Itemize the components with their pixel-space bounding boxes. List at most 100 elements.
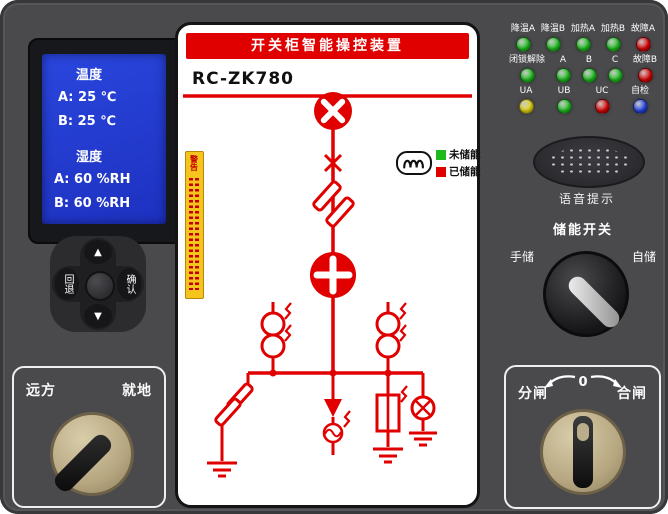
zero-position-label: 0 <box>578 375 587 390</box>
indicator-label: 降温B <box>540 24 566 34</box>
indicator-led <box>605 37 621 52</box>
charge-knob[interactable] <box>543 251 629 337</box>
manual-charge-label: 手储 <box>509 250 534 264</box>
indicator-row: 降温A 降温B 加热A 加热B 故障A <box>502 24 664 52</box>
spring-return-arc: 0 <box>544 375 622 390</box>
indicator-label: 闭锁解除 <box>508 55 545 65</box>
speaker-holes <box>549 147 629 177</box>
indicator-1-4: 加热B <box>598 24 628 52</box>
indicator-led <box>545 37 561 52</box>
warning-label: 警告 <box>185 151 204 299</box>
indicator-label: 故障B <box>632 55 658 65</box>
indicator-1-1: 降温A <box>508 24 538 52</box>
indicator-3-4: 自检 <box>621 86 659 114</box>
indicator-led <box>607 68 623 83</box>
indicator-2-3: B <box>576 55 602 83</box>
single-line-diagram <box>183 92 472 478</box>
remote-local-knob-handle <box>51 431 115 495</box>
indicator-led <box>519 68 535 83</box>
open-close-knob[interactable] <box>540 409 626 495</box>
indicator-row: 闭锁解除 A B C 故障B <box>502 55 664 83</box>
indicator-label: 自检 <box>630 86 649 96</box>
indicator-label: C <box>611 55 619 65</box>
voice-prompt-label: 语音提示 <box>558 192 615 206</box>
warning-fine-print <box>195 178 199 290</box>
lcd-temp-a: A: 25 ℃ <box>58 90 117 105</box>
not-charged-swatch <box>436 149 446 160</box>
indicator-led <box>515 37 531 52</box>
indicator-label: UC <box>595 86 609 96</box>
nav-up-button[interactable]: ▲ <box>84 240 112 264</box>
charged-swatch <box>436 166 446 177</box>
indicator-led <box>632 99 648 114</box>
remote-local-knob[interactable] <box>50 412 134 496</box>
warning-fine-print <box>189 178 193 290</box>
confirm-button-label: 确认 <box>124 274 135 294</box>
speaker-grille <box>533 136 645 188</box>
indicator-led <box>575 37 591 52</box>
indicator-label: UB <box>557 86 571 96</box>
mimic-panel: 开关柜智能操控装置 RC-ZK780 <box>175 22 481 508</box>
warning-heading: 警告 <box>189 155 199 171</box>
indicator-grid: 降温A 降温B 加热A 加热B 故障A 闭锁解除 A B C 故障B UA UB UC 自检 <box>502 24 664 117</box>
remote-label: 远方 <box>26 383 56 399</box>
down-arrow-icon: ▼ <box>94 310 102 322</box>
charged-label: 已储能 <box>449 166 481 178</box>
indicator-1-2: 降温B <box>538 24 568 52</box>
indicator-label: 加热A <box>570 24 596 34</box>
open-label: 分闸 <box>518 386 548 402</box>
indicator-label: 故障A <box>630 24 656 34</box>
nav-back-button[interactable]: 回退 <box>55 268 79 300</box>
indicator-label: B <box>585 55 593 65</box>
close-label: 合闸 <box>617 386 647 402</box>
nav-down-button[interactable]: ▼ <box>84 304 112 328</box>
indicator-row: UA UB UC 自检 <box>502 86 664 114</box>
lcd-temp-b: B: 25 ℃ <box>58 114 116 129</box>
indicator-3-1: UA <box>507 86 545 114</box>
indicator-1-5: 故障A <box>628 24 658 52</box>
indicator-2-2: A <box>550 55 576 83</box>
knob-notch <box>577 423 589 441</box>
local-label: 就地 <box>122 383 152 399</box>
indicator-led <box>594 99 610 114</box>
indicator-led <box>635 37 651 52</box>
indicator-label: A <box>559 55 567 65</box>
lcd-humidity-title: 湿度 <box>76 150 103 165</box>
indicator-3-2: UB <box>545 86 583 114</box>
indicator-3-3: UC <box>583 86 621 114</box>
lcd-temp-title: 温度 <box>76 68 103 83</box>
lcd-screen: 温度 A: 25 ℃ B: 25 ℃ 湿度 A: 60 %RH B: 60 %R… <box>42 54 166 224</box>
lcd-humidity-b: B: 60 %RH <box>54 196 131 211</box>
back-button-label: 回退 <box>62 274 73 294</box>
charge-knob-handle <box>565 273 623 331</box>
indicator-led <box>555 68 571 83</box>
model-number: RC-ZK780 <box>192 69 294 89</box>
up-arrow-icon: ▲ <box>94 246 102 258</box>
charge-switch-title: 储能开关 <box>552 223 613 238</box>
device-title-banner: 开关柜智能操控装置 <box>186 33 469 59</box>
indicator-led <box>637 68 653 83</box>
indicator-label: UA <box>519 86 533 96</box>
indicator-led <box>518 99 534 114</box>
indicator-2-4: C <box>602 55 628 83</box>
spring-coil-icon <box>396 151 432 175</box>
lcd-humidity-a: A: 60 %RH <box>54 172 131 187</box>
legend-charged: 已储能 <box>436 164 481 179</box>
indicator-label: 加热B <box>600 24 626 34</box>
indicator-label: 降温A <box>510 24 536 34</box>
nav-pad: ▲ ▼ 回退 确认 <box>50 236 146 332</box>
indicator-2-5: 故障B <box>628 55 662 83</box>
remote-local-panel: 远方 就地 <box>12 366 166 508</box>
auto-charge-label: 自储 <box>631 250 656 264</box>
not-charged-label: 未储能 <box>449 149 481 161</box>
indicator-led <box>556 99 572 114</box>
nav-confirm-button[interactable]: 确认 <box>117 268 141 300</box>
indicator-1-3: 加热A <box>568 24 598 52</box>
legend-not-charged: 未储能 <box>436 147 481 162</box>
charge-legend: 未储能 已储能 <box>396 145 481 181</box>
indicator-led <box>581 68 597 83</box>
open-close-panel: 0 分闸 合闸 <box>504 365 661 509</box>
nav-center-button[interactable] <box>85 271 115 301</box>
indicator-2-1: 闭锁解除 <box>504 55 550 83</box>
